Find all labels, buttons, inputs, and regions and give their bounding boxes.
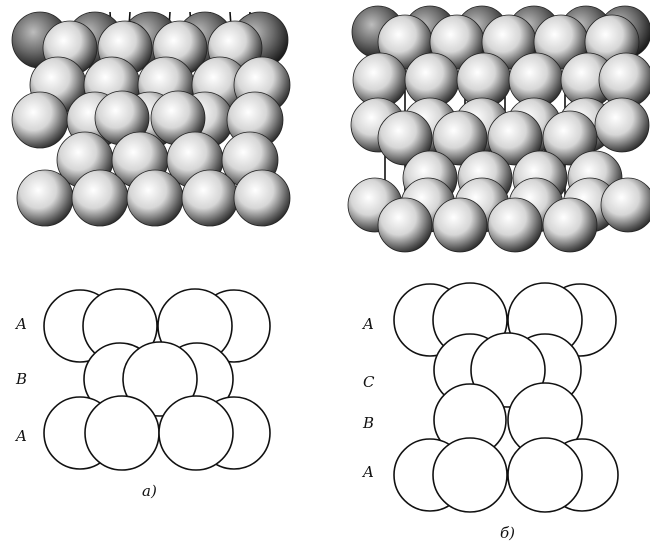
layer-label-a-1: A: [14, 315, 27, 333]
sphere: [12, 92, 68, 148]
ccp-sphere-model: [348, 6, 650, 252]
sphere: [234, 170, 290, 226]
layer-label-a-3: A: [14, 427, 27, 445]
layer-label-b-3: B: [362, 414, 374, 432]
layer-a-circle: [508, 438, 582, 512]
caption-a: а): [142, 482, 157, 500]
layer-label-b-4: A: [361, 463, 374, 481]
sphere: [17, 170, 73, 226]
ccp-layer-diagram: [394, 283, 618, 512]
layer-a-circle: [433, 438, 507, 512]
sphere: [127, 170, 183, 226]
sphere: [433, 198, 487, 252]
sphere: [182, 170, 238, 226]
sphere: [601, 178, 650, 232]
layer-label-b-2: C: [363, 373, 375, 391]
sphere: [72, 170, 128, 226]
layer-label-b-1: A: [361, 315, 374, 333]
layer-label-a-2: B: [15, 370, 27, 388]
layer-a-circle: [159, 396, 233, 470]
sphere: [488, 198, 542, 252]
sphere: [543, 198, 597, 252]
caption-b: б): [500, 524, 515, 542]
sphere: [595, 98, 649, 152]
hcp-sphere-model: [12, 12, 290, 226]
sphere: [378, 198, 432, 252]
layer-a-circle: [85, 396, 159, 470]
hcp-layer-diagram: [44, 289, 270, 470]
